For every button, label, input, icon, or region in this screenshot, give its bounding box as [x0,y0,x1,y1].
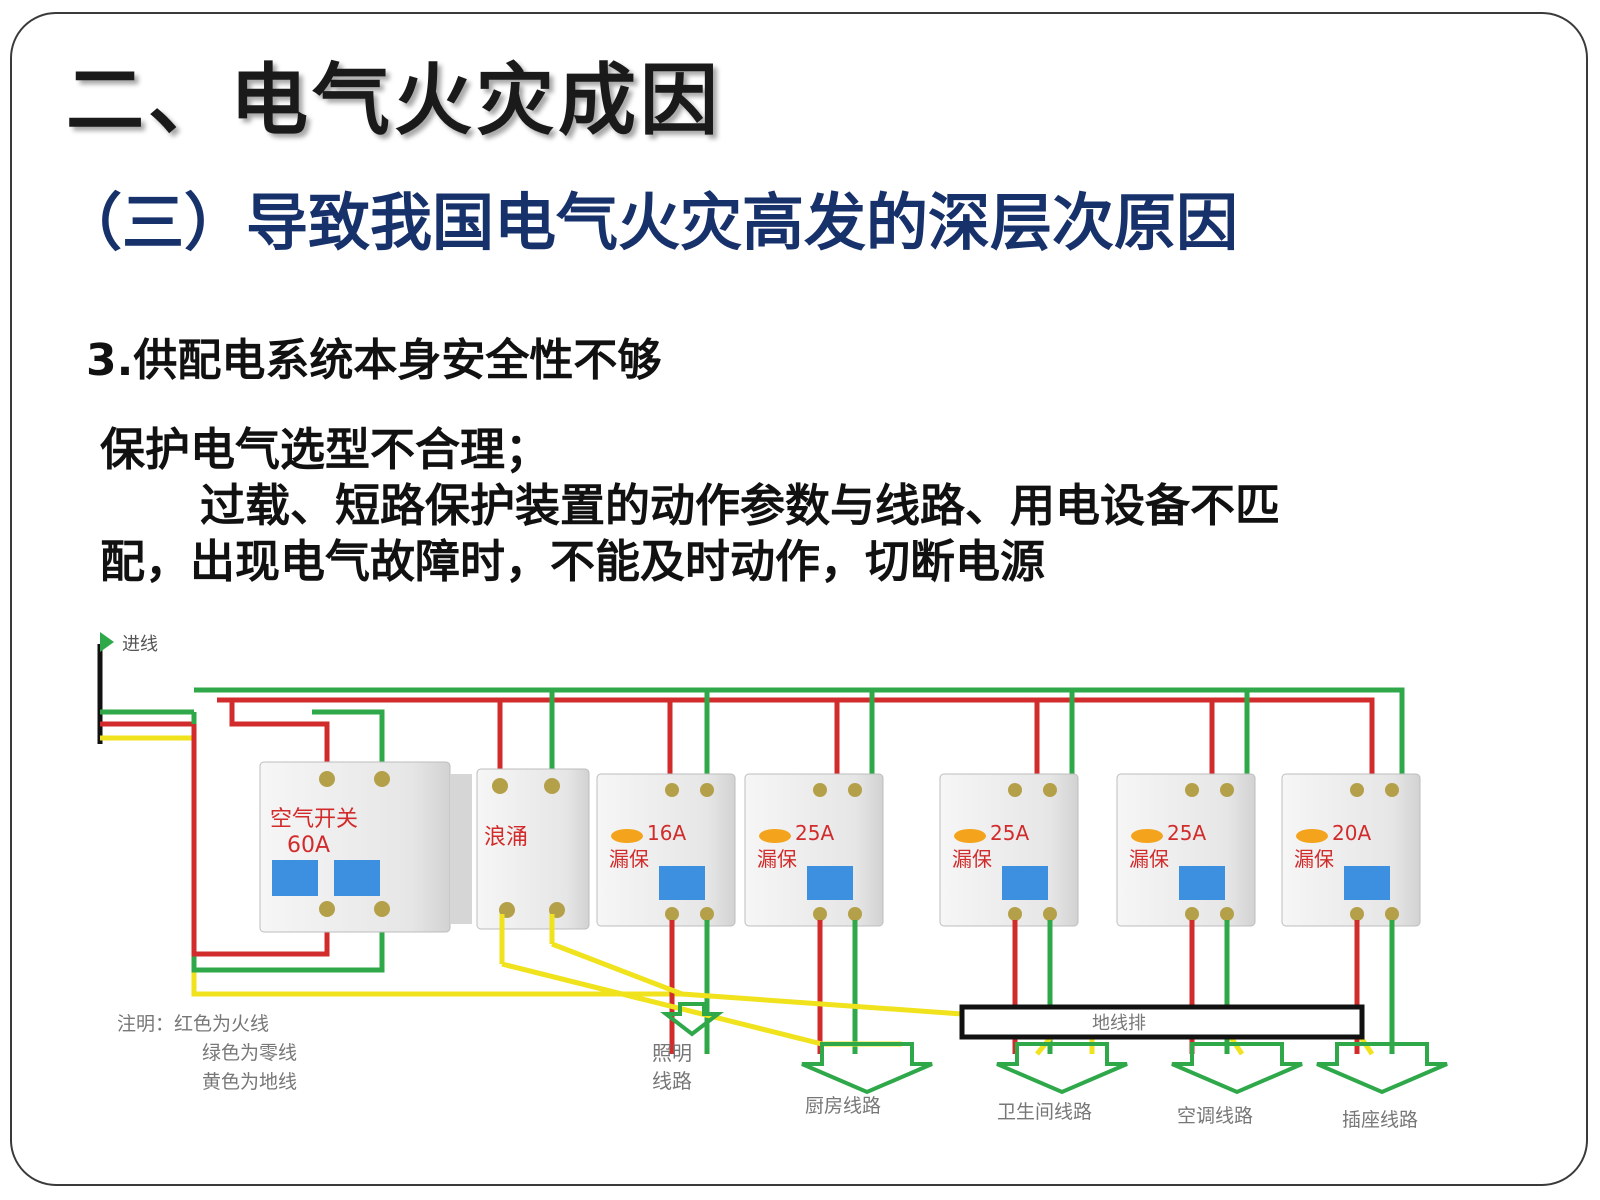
rcbo-label: 漏保 [1294,847,1334,871]
surge-protector-label: 浪涌 [484,825,528,850]
rcbo-rating: 25A [795,821,834,845]
kitchen-circuit-arrow [801,1042,933,1095]
ac-circuit-label: 空调线路 [1177,1105,1253,1127]
legend-line-3: 黄色为地线 [202,1071,297,1093]
ac-circuit-arrow [1171,1042,1303,1095]
slide-title: 二、电气火灾成因 [66,56,723,146]
socket-circuit-label: 插座线路 [1342,1109,1418,1131]
legend-line-2: 绿色为零线 [202,1042,297,1064]
slide: 二、电气火灾成因 （三）导致我国电气火灾高发的深层次原因 3.供配电系统本身安全… [10,12,1588,1186]
rcbo-label: 漏保 [952,847,992,871]
bathroom-circuit-label: 卫生间线路 [997,1101,1092,1123]
rcbo-rating: 25A [990,821,1029,845]
rcbo-handle [1002,866,1048,900]
ground-bar-label: 地线排 [1092,1013,1146,1034]
rcbo-handle [659,866,705,900]
lighting-circuit-arrow [660,1002,724,1037]
rcbo-rating: 20A [1332,821,1371,845]
main-breaker-rating: 60A [287,833,330,858]
body-paragraph: 保护电气选型不合理；过载、短路保护装置的动作参数与线路、用电设备不匹配，出现电气… [100,422,1520,590]
rcbo-label: 漏保 [609,847,649,871]
rcbo-label: 漏保 [1129,847,1169,871]
kitchen-circuit-label: 厨房线路 [805,1095,881,1117]
rcbo-label: 漏保 [757,847,797,871]
rcbo-handle [1344,866,1390,900]
lighting-label-1: 照明 [652,1041,692,1065]
rcbo-rating: 25A [1167,821,1206,845]
surge-protector [476,768,590,930]
main-breaker-handle-1 [272,860,318,896]
main-breaker-handle-2 [334,860,380,896]
rcbo-rating: 16A [647,821,686,845]
legend-title: 注明：红色为火线 [117,1013,269,1035]
paragraph-line-2: 过载、短路保护装置的动作参数与线路、用电设备不匹 [200,479,1281,532]
slide-subtitle: （三）导致我国电气火灾高发的深层次原因 [60,186,1239,259]
bathroom-circuit-arrow [996,1042,1128,1095]
incoming-arrow [100,632,114,652]
socket-circuit-arrow [1316,1042,1448,1095]
incoming-label: 进线 [122,634,158,655]
lighting-label-2: 线路 [652,1069,692,1093]
point-heading: 3.供配电系统本身安全性不够 [86,335,662,386]
paragraph-line-3: 配，出现电气故障时，不能及时动作，切断电源 [100,535,1046,588]
main-breaker-label: 空气开关 [270,807,358,832]
ground-bar [959,1004,1365,1040]
rcbo-handle [807,866,853,900]
paragraph-line-1: 保护电气选型不合理； [100,423,551,476]
rcbo-handle [1179,866,1225,900]
